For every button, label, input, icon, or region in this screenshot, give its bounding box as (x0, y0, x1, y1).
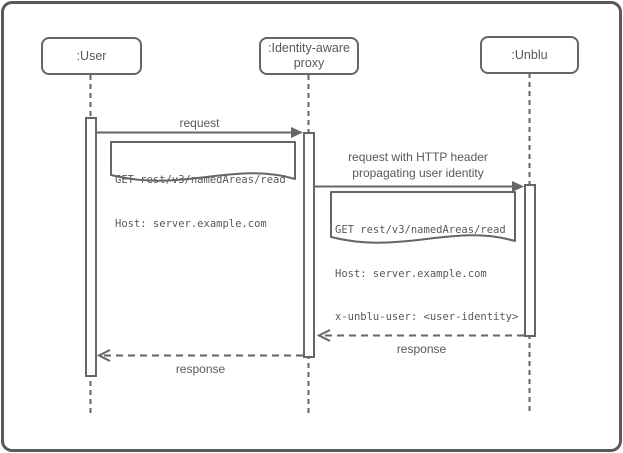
arrowhead-open (96, 349, 111, 362)
note-line: GET rest/v3/namedAreas/read (115, 174, 286, 186)
participant-unblu-label: :Unblu (511, 47, 548, 62)
arrow-request-with-header (315, 181, 524, 192)
participant-user-label: :User (76, 48, 107, 63)
message-label-request: request (179, 116, 220, 130)
participant-identity-aware-proxy: :Identity-aware proxy (259, 37, 359, 75)
arrow-request (97, 127, 303, 138)
note-line: GET rest/v3/namedAreas/read (335, 224, 506, 236)
arrowhead-open (316, 329, 331, 342)
note-request-http: GET rest/v3/namedAreas/read Host: server… (110, 141, 297, 230)
activation-user (85, 117, 97, 377)
note-line: x-unblu-user: <user-identity> (335, 311, 519, 323)
participant-identity-aware-proxy-label: :Identity-aware proxy (268, 41, 350, 70)
note-document-shape (110, 141, 296, 182)
note-line: Host: server.example.com (335, 267, 487, 280)
message-label-request-with-header: request with HTTP header propagating use… (312, 149, 524, 181)
note-line: Host: server.example.com (115, 217, 267, 230)
note-document-shape (330, 191, 516, 244)
arrowhead-filled (512, 181, 524, 192)
participant-unblu: :Unblu (480, 36, 579, 74)
participant-user: :User (41, 37, 142, 75)
message-label-line: request with HTTP header (348, 150, 488, 164)
message-label-response-proxy: response (175, 362, 226, 376)
message-label-response-unblu: response (396, 342, 447, 356)
arrow-response-proxy (96, 349, 303, 362)
note-request-with-identity-http-text: GET rest/v3/namedAreas/read Host: server… (335, 194, 518, 354)
note-request-http-text: GET rest/v3/namedAreas/read Host: server… (115, 144, 286, 260)
message-label-line: propagating user identity (352, 166, 484, 180)
arrow-response-unblu (316, 329, 524, 342)
activation-unblu (524, 184, 536, 337)
note-request-with-identity-http: GET rest/v3/namedAreas/read Host: server… (330, 191, 518, 323)
arrowhead-filled (291, 127, 303, 138)
activation-identity-aware-proxy (303, 132, 315, 358)
